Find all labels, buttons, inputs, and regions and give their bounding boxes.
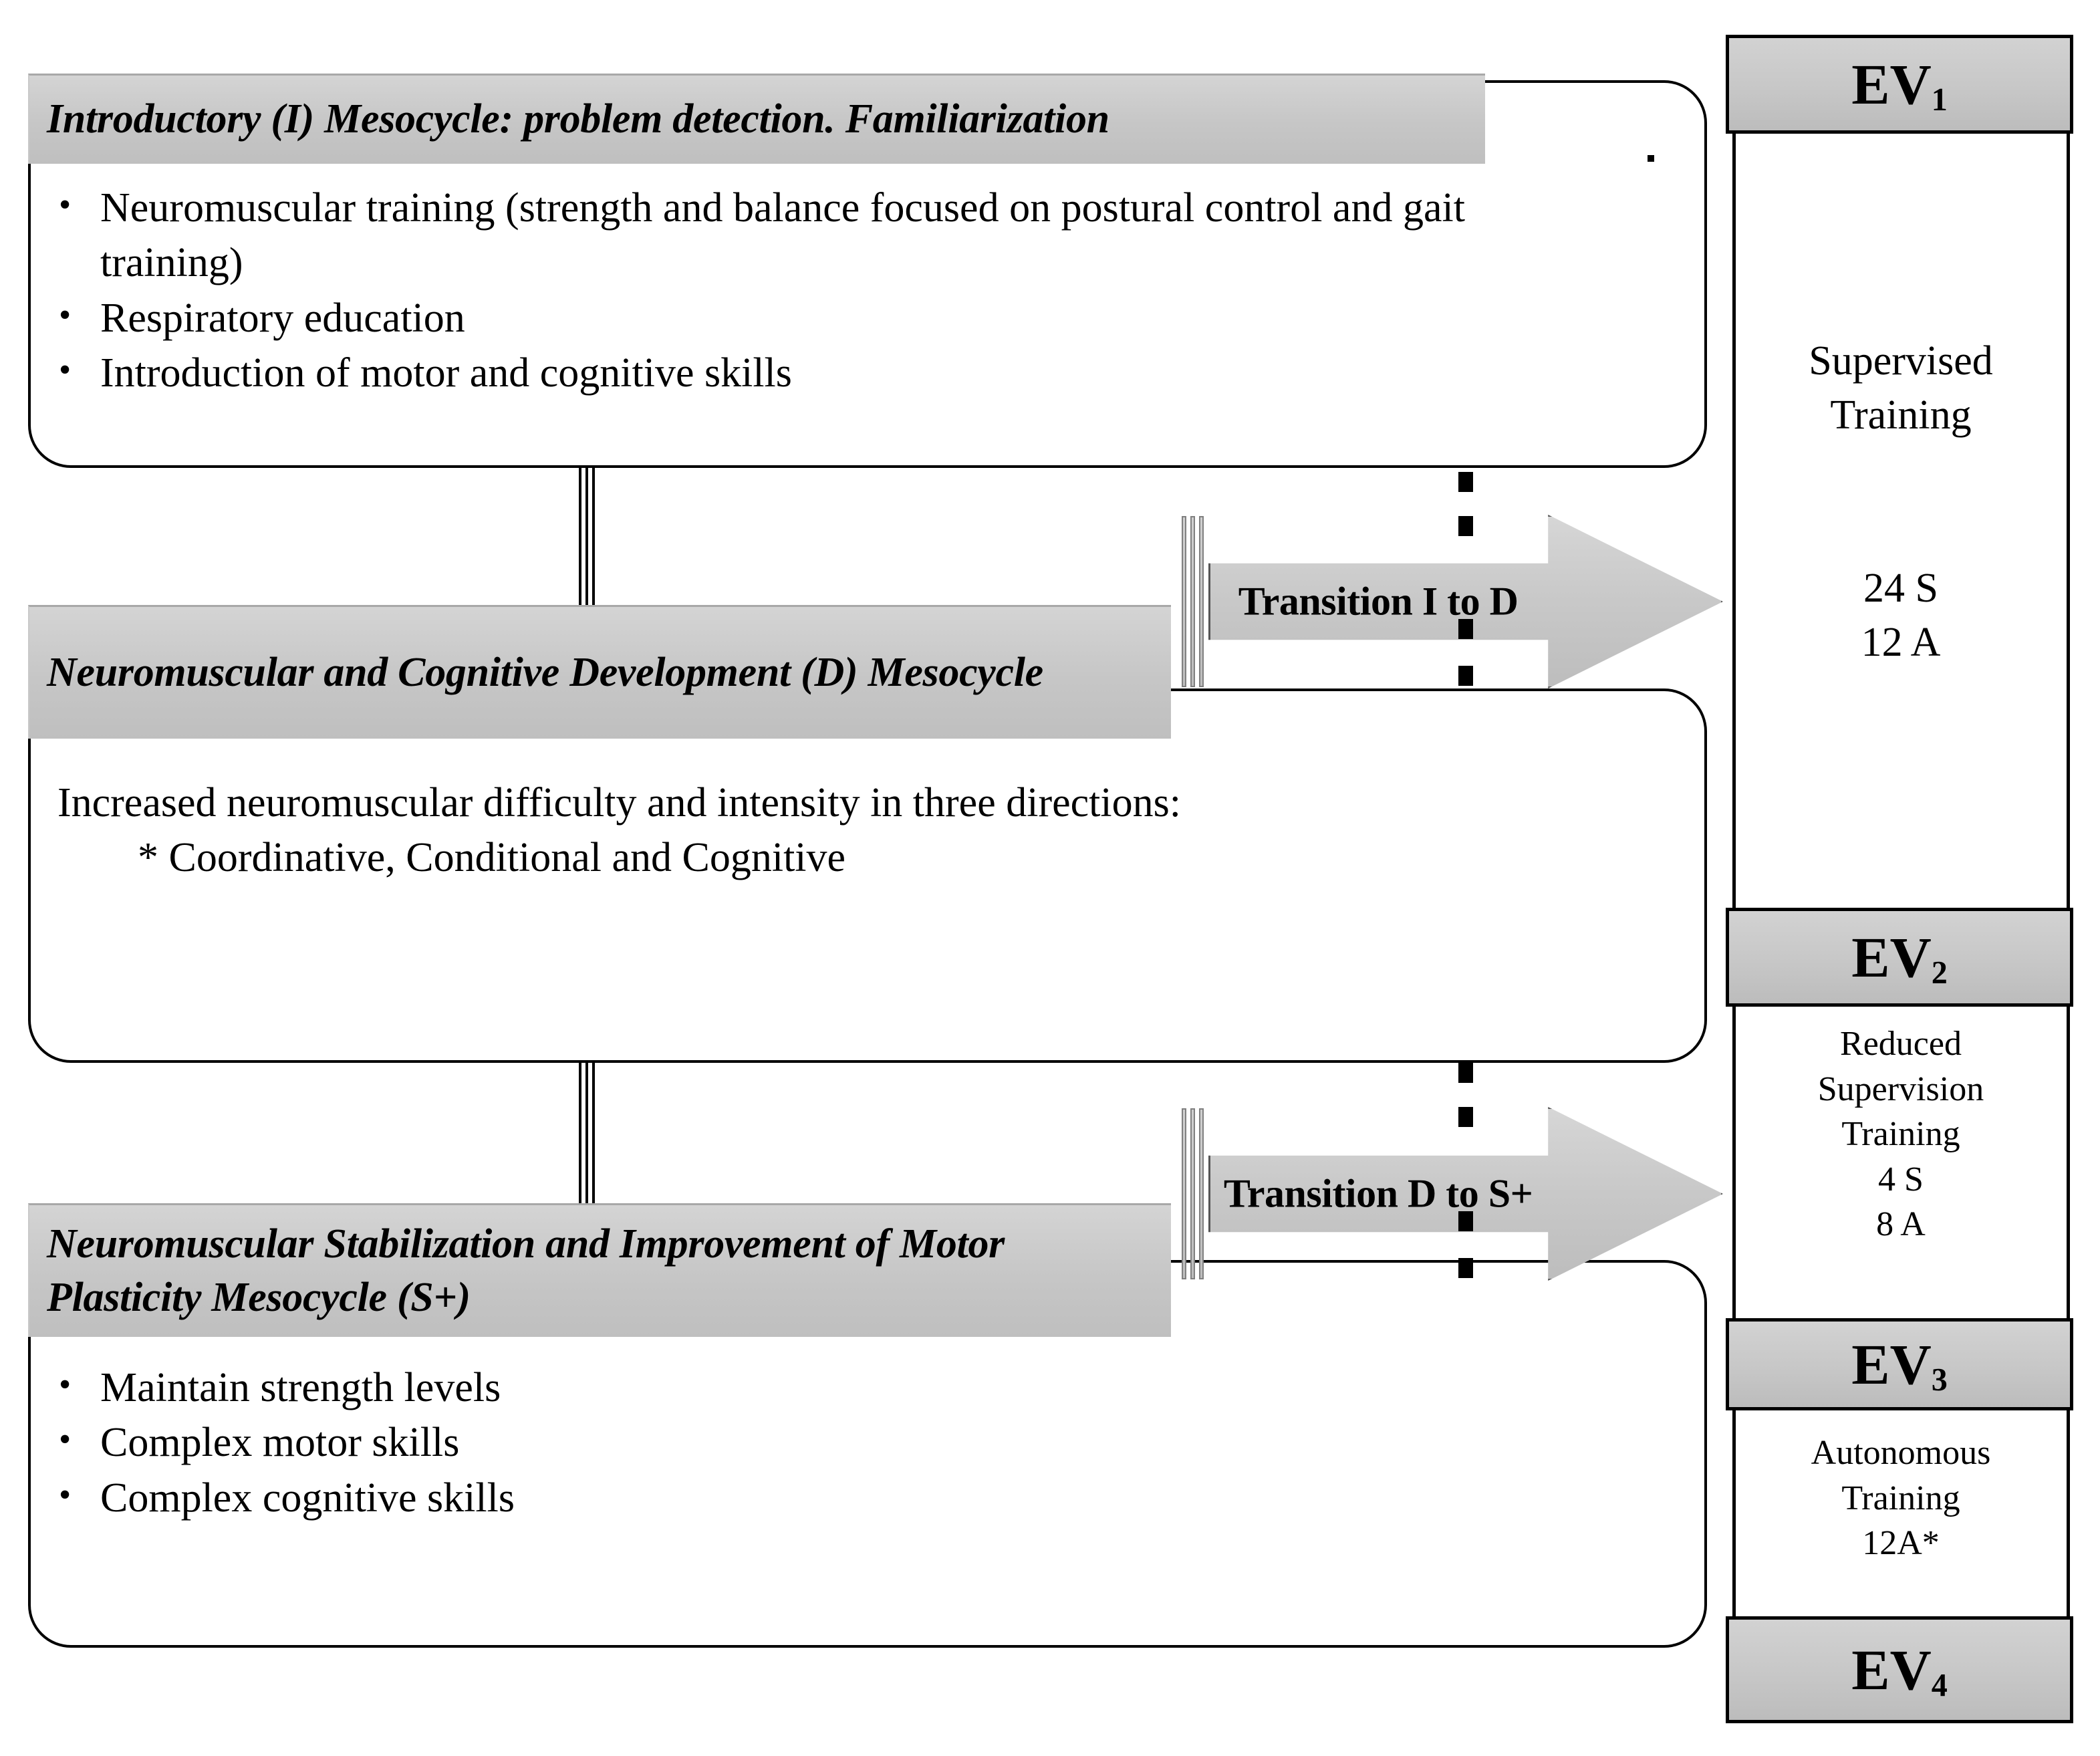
phase-name-line2: Supervision <box>1817 1070 1984 1108</box>
bullet-icon: • <box>59 295 72 334</box>
phase-name-line3: Training <box>1841 1115 1960 1154</box>
transition-label: Transition D to S+ <box>1223 1171 1533 1216</box>
bullet-text: Respiratory education <box>100 295 465 341</box>
phase-supervised-counts: 24 S 12 A <box>1738 561 2064 669</box>
ev-band-ev3-label: EV3 <box>1851 1332 1948 1398</box>
bullet-text: Maintain strength levels <box>100 1365 501 1410</box>
bullet-icon: • <box>59 1420 72 1459</box>
ev-band-ev2: EV2 <box>1726 908 2073 1007</box>
ev-column-rail-right <box>2067 87 2070 1631</box>
bullet-text: Introduction of motor and cognitive skil… <box>100 350 792 396</box>
mesocycle-header-stabilization: Neuromuscular Stabilization and Improvem… <box>28 1203 1171 1337</box>
ev-band-ev4-label: EV4 <box>1851 1638 1948 1703</box>
list-item: • Complex motor skills <box>53 1415 1524 1470</box>
phase-adherence: 12 A <box>1861 619 1941 665</box>
phase-reduced-supervision-training: Reduced Supervision Training 4 S 8 A <box>1738 1021 2064 1247</box>
ev-band-ev1-label: EV1 <box>1851 52 1948 118</box>
mesocycle-body-introductory: • Neuromuscular training (strength and b… <box>53 180 1524 401</box>
phase-name-line2: Training <box>1830 392 1972 438</box>
mesocycle-body-stabilization: • Maintain strength levels • Complex mot… <box>53 1360 1524 1525</box>
ev-band-ev3: EV3 <box>1726 1318 2073 1410</box>
connector-development-to-stabilization <box>579 1061 596 1262</box>
arrow-gate-bars-icon <box>1182 1107 1208 1281</box>
bullet-icon: • <box>59 186 72 224</box>
ev-band-ev1: EV1 <box>1726 35 2073 134</box>
dashed-divider-1 <box>1458 472 1473 686</box>
dashed-divider-2 <box>1458 1063 1473 1278</box>
phase-supervised-training: Supervised Training <box>1738 334 2064 442</box>
mesocycle-header-introductory: Introductory (I) Mesocycle: problem dete… <box>28 74 1485 164</box>
bullet-text: Complex cognitive skills <box>100 1475 515 1521</box>
bullet-icon: • <box>59 1366 72 1404</box>
bullet-icon: • <box>59 351 72 390</box>
arrow-gate-bars-icon <box>1182 515 1208 688</box>
phase-name-line1: Supervised <box>1809 338 1993 384</box>
mesocycle-body-development: Increased neuromuscular difficulty and i… <box>57 775 1434 886</box>
transition-arrow-i-to-d: Transition I to D <box>1182 515 1723 688</box>
list-item: • Complex cognitive skills <box>53 1471 1524 1525</box>
ev-band-ev4: EV4 <box>1726 1616 2073 1723</box>
list-item: • Maintain strength levels <box>53 1360 1524 1415</box>
marker-dot <box>1648 155 1654 162</box>
list-item: • Respiratory education <box>53 291 1524 346</box>
phase-name-line2: Training <box>1841 1479 1960 1517</box>
phase-sessions: 24 S <box>1863 566 1938 611</box>
transition-arrow-d-to-splus: Transition D to S+ <box>1182 1107 1723 1281</box>
mesocycle-box-development <box>28 688 1707 1063</box>
phase-name-line1: Autonomous <box>1811 1434 1991 1472</box>
ev-band-ev2-label: EV2 <box>1851 925 1948 991</box>
bullet-text: Complex motor skills <box>100 1420 460 1466</box>
mesocycle-header-development-text: Neuromuscular and Cognitive Development … <box>47 649 1043 695</box>
mesocycle-header-stabilization-text: Neuromuscular Stabilization and Improvem… <box>47 1221 1005 1320</box>
ev-column-rail-left <box>1732 87 1736 1631</box>
bullet-icon: • <box>59 1475 72 1514</box>
transition-label: Transition I to D <box>1238 579 1519 624</box>
phase-autonomous-training: Autonomous Training 12A* <box>1738 1430 2064 1566</box>
mesocycle-header-introductory-text: Introductory (I) Mesocycle: problem dete… <box>47 96 1109 142</box>
connector-intro-to-development <box>579 468 596 690</box>
arrow-shape-wrapper: Transition D to S+ <box>1208 1107 1723 1281</box>
phase-sessions: 12A* <box>1862 1524 1940 1563</box>
phase-adherence: 8 A <box>1876 1205 1926 1244</box>
phase-name-line1: Reduced <box>1840 1025 1962 1063</box>
body-line-indented: * Coordinative, Conditional and Cognitiv… <box>138 835 846 881</box>
bullet-text: Neuromuscular training (strength and bal… <box>100 185 1465 286</box>
arrow-shape-wrapper: Transition I to D <box>1208 515 1723 688</box>
body-line: Increased neuromuscular difficulty and i… <box>57 780 1181 826</box>
list-item: • Neuromuscular training (strength and b… <box>53 180 1524 291</box>
mesocycle-header-development: Neuromuscular and Cognitive Development … <box>28 605 1171 739</box>
list-item: • Introduction of motor and cognitive sk… <box>53 346 1524 400</box>
phase-sessions: 4 S <box>1878 1160 1924 1199</box>
